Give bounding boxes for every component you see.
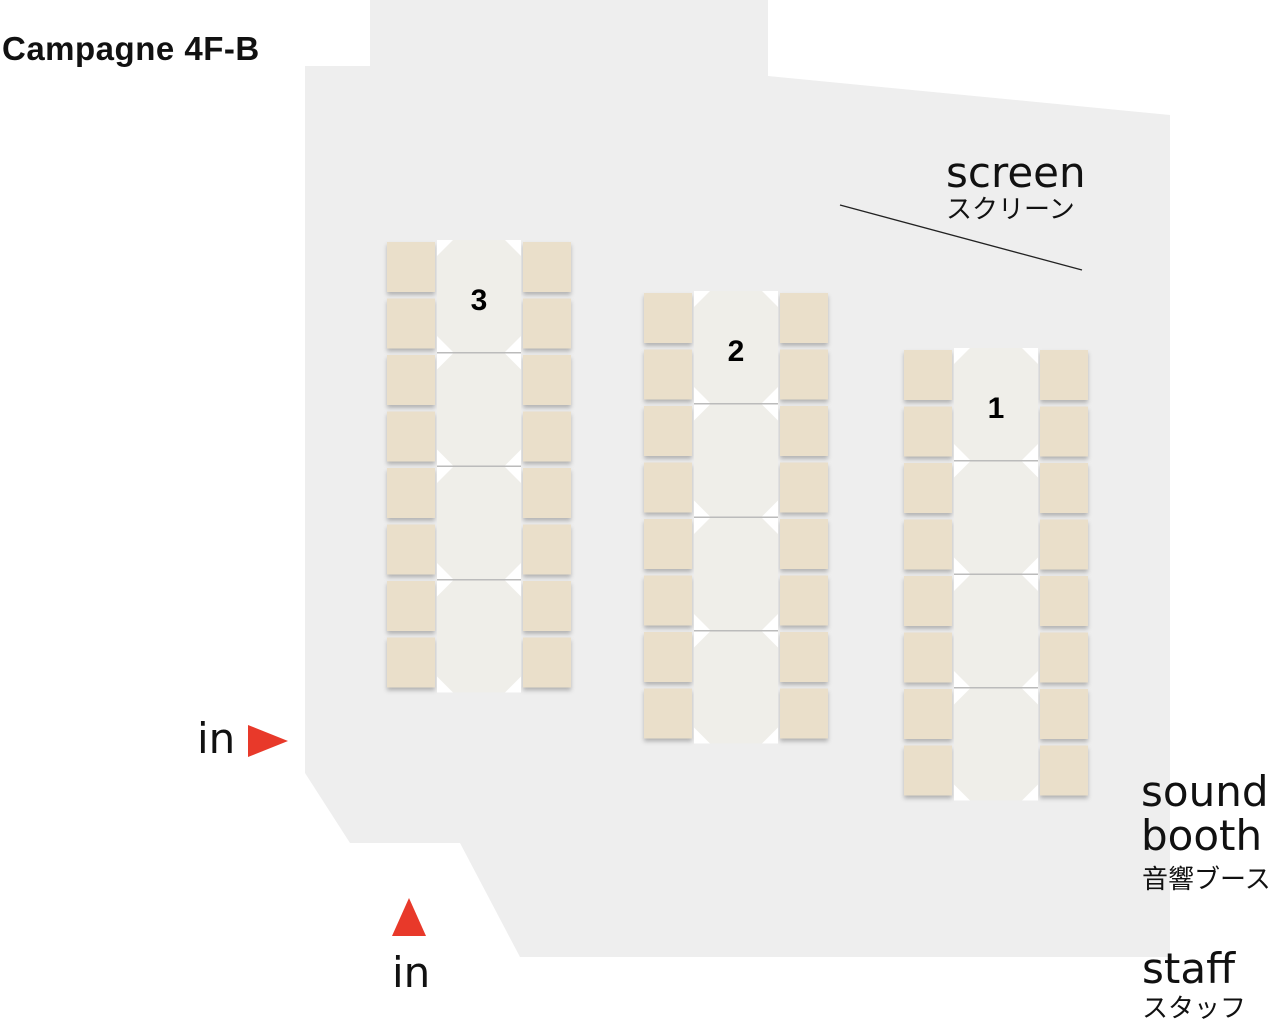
chair [1040,350,1088,400]
screen-label-jp: スクリーン [946,195,1075,225]
sound-booth-label-1: sound [1141,767,1269,816]
table-number: 2 [728,335,745,368]
chair [387,298,435,349]
table-group-3: 3 [387,240,571,693]
chair [1040,689,1088,739]
entrance-label-left: in [197,714,236,763]
chair [387,581,435,631]
entrance-label-bottom: in [392,948,431,997]
chair [904,519,952,570]
chair [1040,519,1088,570]
chair [644,462,692,513]
chair [904,463,952,513]
chair [387,411,435,462]
table [437,353,521,466]
table [694,404,778,517]
chair [387,468,435,518]
table [694,291,778,403]
chair [523,637,571,688]
staff-label: staff [1142,944,1236,993]
staff-label-jp: スタッフ [1142,994,1247,1024]
chair [523,524,571,575]
chair [644,406,692,456]
chair [904,406,952,457]
table [694,631,778,744]
screen-label: screen [946,148,1086,197]
entrance-arrow-right-icon [248,725,288,757]
chair [780,688,828,739]
screen-line [839,204,1083,271]
chair [1040,463,1088,513]
table [954,348,1038,460]
chair [523,581,571,631]
chair [780,462,828,513]
table [437,467,521,579]
page-title: Campagne 4F-B [2,30,260,67]
table-group-2: 2 [644,291,828,744]
table [954,461,1038,574]
table-group-1: 1 [904,348,1088,801]
table-number: 3 [471,284,488,317]
chair [904,576,952,626]
chair [387,242,435,292]
chair [644,519,692,569]
chair [904,350,952,400]
chair [780,632,828,682]
table-number: 1 [988,392,1005,425]
chair [1040,406,1088,457]
entrance-arrow-up-icon [392,898,426,936]
chair [780,406,828,456]
chair [644,688,692,739]
chair [780,519,828,569]
chair [644,632,692,682]
table [437,580,521,693]
chair [1040,576,1088,626]
chair [780,575,828,626]
chair [1040,632,1088,683]
table [694,518,778,630]
chair [780,349,828,400]
chair [523,242,571,292]
table [437,240,521,352]
chair [904,745,952,796]
chair [523,355,571,405]
chair [644,575,692,626]
chair [523,298,571,349]
chair [523,468,571,518]
sound-booth-label-2: booth [1141,811,1263,860]
chair [387,355,435,405]
chair [1040,745,1088,796]
table [954,688,1038,801]
chair [644,349,692,400]
chair [780,293,828,343]
chair [387,637,435,688]
chair [523,411,571,462]
table [954,575,1038,687]
chair [644,293,692,343]
chair [387,524,435,575]
sound-booth-label-jp: 音響ブース [1142,865,1271,895]
chair [904,632,952,683]
chair [904,689,952,739]
